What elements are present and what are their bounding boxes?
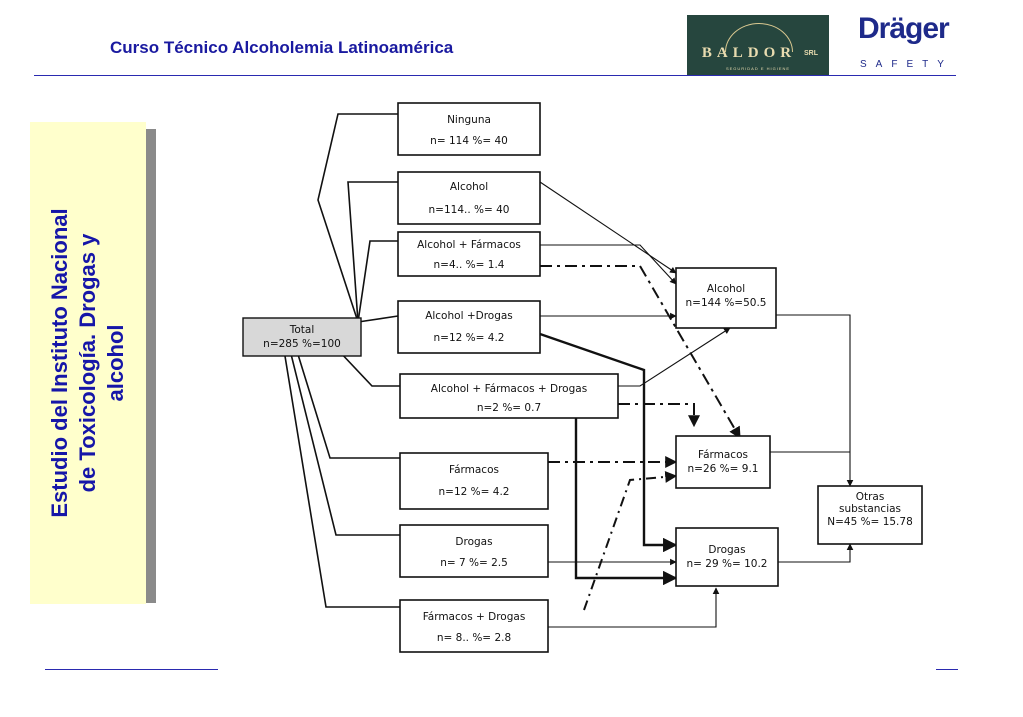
footer-divider-left	[45, 669, 218, 670]
baldor-logo: BALDOR SRL SEGURIDAD E HIGIENE	[687, 15, 829, 75]
node-total: Total n=285 %=100	[242, 317, 362, 357]
node-alcohol-drogas-stats: n=12 %= 4.2	[434, 332, 505, 344]
flow-alcfarmdrogas-to-farmacos	[618, 403, 700, 428]
connector-total-alcohol-farm-drogas	[337, 349, 400, 387]
page-title: Curso Técnico Alcoholemia Latinoamérica	[110, 38, 454, 57]
flow-alcohol-to-otras	[776, 314, 854, 487]
node-otras-target-stats: N=45 %= 15.78	[827, 516, 913, 528]
node-alcohol-source-stats: n=114.. %= 40	[429, 204, 510, 216]
node-ninguna-stats: n= 114 %= 40	[430, 135, 508, 147]
node-drogas-source: Drogas n= 7 %= 2.5	[399, 524, 549, 578]
node-farmacos-source-stats: n=12 %= 4.2	[439, 486, 510, 498]
node-drogas-source-label: Drogas	[455, 536, 492, 548]
baldor-logo-suffix: SRL	[804, 50, 818, 57]
node-farmacos-target: Fármacos n=26 %= 9.1	[675, 435, 771, 489]
connector-total-drogas	[289, 349, 400, 536]
footer-divider-right	[936, 669, 958, 670]
flow-drogas-to-otras	[778, 543, 854, 563]
node-alcohol-source-label: Alcohol	[450, 181, 488, 193]
flow-alcdrogas-to-drogas	[539, 332, 678, 553]
node-farmacos-drogas-stats: n= 8.. %= 2.8	[437, 632, 511, 644]
node-farmacos-target-stats: n=26 %= 9.1	[688, 463, 759, 475]
node-alcohol-farmacos-drogas: Alcohol + Fármacos + Drogas n=2 %= 0.7	[399, 373, 619, 419]
node-farmacos-source-label: Fármacos	[449, 464, 499, 476]
node-alcohol-farmacos-stats: n=4.. %= 1.4	[434, 259, 505, 271]
node-total-stats: n=285 %=100	[263, 338, 341, 350]
node-alcohol-source: Alcohol n=114.. %= 40	[397, 171, 541, 225]
connector-total-alcohol-drogas	[357, 315, 399, 323]
node-alcohol-farmacos-label: Alcohol + Fármacos	[417, 239, 521, 251]
node-alcohol-target: Alcohol n=144 %=50.5	[675, 267, 777, 329]
node-alcohol-drogas: Alcohol +Drogas n=12 %= 4.2	[397, 300, 541, 354]
node-ninguna-label: Ninguna	[447, 114, 491, 126]
node-drogas-source-stats: n= 7 %= 2.5	[440, 557, 508, 569]
node-farmacos-drogas: Fármacos + Drogas n= 8.. %= 2.8	[399, 599, 549, 653]
flow-alcfarm-to-farmacos	[540, 265, 741, 440]
drager-logo-name: Dräger	[858, 12, 950, 45]
header-divider	[34, 75, 956, 76]
baldor-logo-name: BALDOR	[701, 45, 797, 61]
connector-total-farm-drogas	[283, 349, 400, 608]
node-otras-target-label: substancias	[839, 503, 901, 515]
node-alcohol-target-label: Alcohol	[707, 283, 745, 295]
node-alcohol-farmacos-drogas-stats: n=2 %= 0.7	[477, 402, 541, 414]
drager-logo: Dräger SAFETY	[858, 12, 958, 72]
sidebar-box	[30, 122, 146, 604]
flow-alcfarmdrogas-to-drogas	[574, 418, 678, 586]
connector-total-ninguna	[317, 113, 398, 323]
node-farmacos-drogas-label: Fármacos + Drogas	[423, 611, 526, 623]
dashed-flows	[540, 265, 741, 611]
drager-logo-tagline: SAFETY	[860, 59, 953, 70]
node-alcohol-farmacos: Alcohol + Fármacos n=4.. %= 1.4	[397, 231, 541, 277]
node-drogas-target-label: Drogas	[708, 544, 745, 556]
node-alcohol-drogas-label: Alcohol +Drogas	[425, 310, 513, 322]
connector-total-farmacos	[295, 347, 400, 459]
node-drogas-target: Drogas n= 29 %= 10.2	[675, 527, 779, 587]
total-connectors	[283, 113, 400, 608]
flow-alcfarm-to-alcohol	[540, 244, 677, 285]
node-otras-target-label: Otras	[856, 491, 885, 503]
node-alcohol-farmacos-drogas-label: Alcohol + Fármacos + Drogas	[431, 383, 587, 395]
node-alcohol-target-stats: n=144 %=50.5	[686, 297, 767, 309]
flow-farmdrogas-to-drogas	[548, 587, 720, 628]
heavy-flows	[539, 332, 678, 586]
node-total-label: Total	[289, 324, 315, 336]
flow-alcfarmdrogas-to-alcohol	[618, 327, 731, 387]
solid-flows	[539, 181, 854, 628]
connector-total-alcohol-farmacos	[357, 240, 398, 323]
baldor-logo-tagline: SEGURIDAD E HIGIENE	[725, 66, 791, 71]
node-otras-target: Otras substancias N=45 %= 15.78	[817, 485, 923, 545]
node-farmacos-source: Fármacos n=12 %= 4.2	[399, 452, 549, 510]
connector-total-alcohol	[347, 181, 398, 323]
node-farmacos-target-label: Fármacos	[698, 449, 748, 461]
flow-farmdrogas-to-farmacos	[583, 470, 678, 611]
node-drogas-target-stats: n= 29 %= 10.2	[687, 558, 768, 570]
node-ninguna: Ninguna n= 114 %= 40	[397, 102, 541, 156]
flow-alcohol-to-alcohol	[539, 181, 677, 274]
